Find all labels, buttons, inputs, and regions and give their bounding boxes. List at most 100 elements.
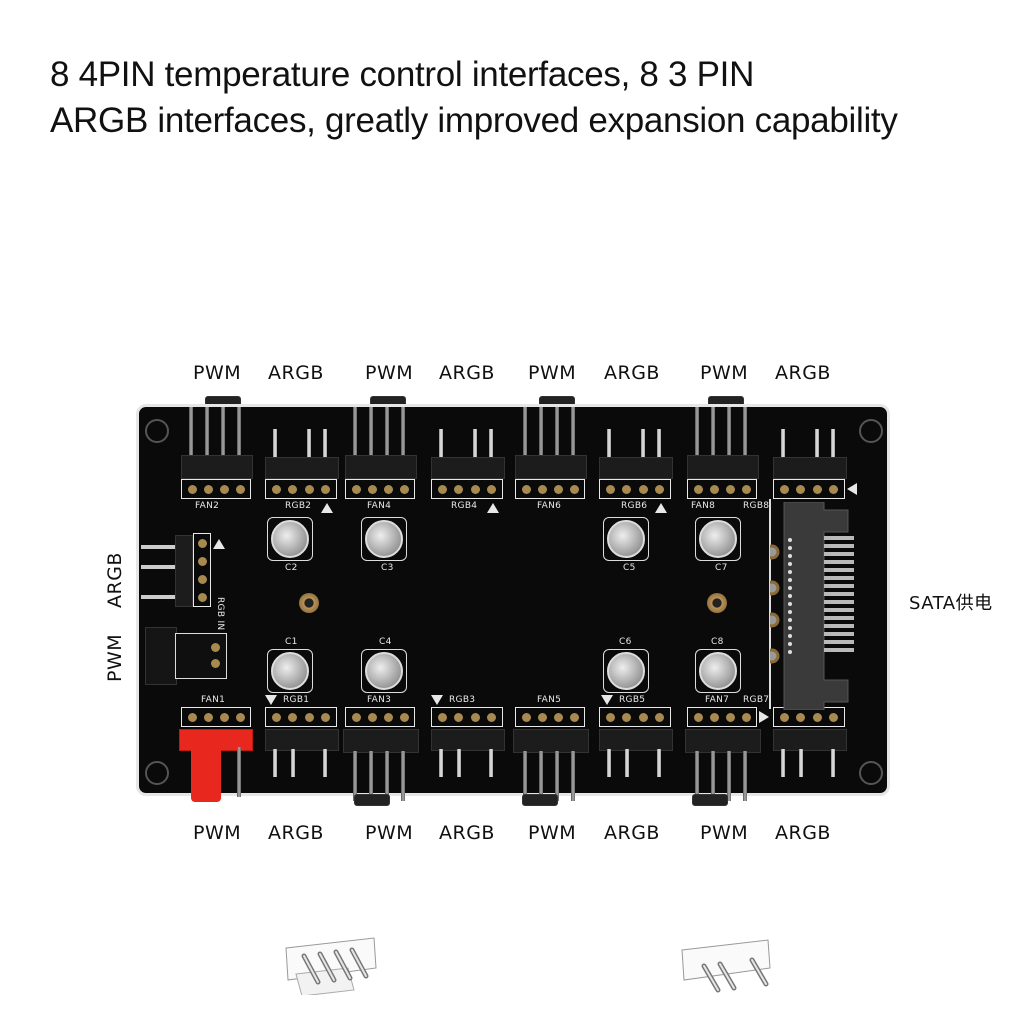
pin1-marker-icon [213,539,225,549]
label-sata-power: SATA供电 [909,593,993,614]
pin1-marker-icon [601,695,613,705]
pin1-marker-icon [265,695,277,705]
silk-rgb1: RGB1 [283,695,310,705]
rgb4-pads [431,479,503,499]
silk-rgb7: RGB7 [743,695,770,705]
fan7-pads [687,707,757,727]
pwm-connector-bottom-4 [692,794,728,806]
sata-power-connector [770,502,854,710]
capacitor-c7 [699,520,737,558]
pin1-marker-icon [655,503,667,513]
label-top-pwm-3: PWM [528,362,577,384]
silk-c8: C8 [711,637,724,647]
label-side-argb: ARGB [104,552,126,608]
label-top-pwm-1: PWM [193,362,242,384]
silk-rgb8: RGB8 [743,501,770,511]
screw-icon [859,761,883,785]
silk-c7: C7 [715,563,728,573]
label-top-pwm-4: PWM [700,362,749,384]
label-top-pwm-2: PWM [365,362,414,384]
fan3-header [343,729,419,753]
pin1-marker-icon [759,711,769,723]
silk-fan4: FAN4 [367,501,392,511]
fan2-pads [181,479,251,499]
rgb3-header [431,729,505,751]
silk-c1: C1 [285,637,298,647]
headline-line-1: 8 4PIN temperature control interfaces, 8… [50,55,755,94]
standoff-icon [299,593,319,613]
pin1-marker-icon [847,483,857,495]
label-bottom-argb-1: ARGB [268,822,324,844]
capacitor-c6 [607,652,645,690]
capacitor-c3 [365,520,403,558]
silk-fan1: FAN1 [201,695,226,705]
capacitor-c1 [271,652,309,690]
capacitor-c2 [271,520,309,558]
rgb6-pads [599,479,671,499]
silk-rgb-in: RGB IN [215,597,225,631]
rgb4-header [431,457,505,479]
rgb8-header [773,457,847,479]
fan3-pads [345,707,415,727]
silk-fan8: FAN8 [691,501,716,511]
4pin-header-diagram-icon [285,937,377,995]
label-top-argb-1: ARGB [268,362,324,384]
label-bottom-pwm-3: PWM [528,822,577,844]
fan6-pads [515,479,585,499]
label-side-pwm: PWM [104,633,126,682]
pin1-marker-icon [487,503,499,513]
label-bottom-pwm-4: PWM [700,822,749,844]
pwm-connector-bottom-2 [354,794,390,806]
screw-icon [145,761,169,785]
rgb8-pads [773,479,845,499]
rgb7-header [773,729,847,751]
fan-hub-pcb: FAN2 RGB2 FAN4 RGB4 FAN6 RGB6 FAN8 RGB8 … [136,404,890,802]
pin1-marker-icon [321,503,333,513]
capacitor-c8 [699,652,737,690]
fan8-pads [687,479,757,499]
label-top-argb-3: ARGB [604,362,660,384]
label-top-argb-4: ARGB [775,362,831,384]
silk-c2: C2 [285,563,298,573]
pwm-in-header [175,633,227,679]
label-bottom-argb-3: ARGB [604,822,660,844]
label-top-argb-2: ARGB [439,362,495,384]
silk-fan3: FAN3 [367,695,392,705]
silk-rgb5: RGB5 [619,695,646,705]
rgb1-pads [265,707,337,727]
capacitor-c5 [607,520,645,558]
label-bottom-argb-4: ARGB [775,822,831,844]
silk-rgb2: RGB2 [285,501,312,511]
fan7-header [685,729,761,753]
pin1-marker-icon [431,695,443,705]
rgb3-pads [431,707,503,727]
fan5-header [513,729,589,753]
silk-fan5: FAN5 [537,695,562,705]
headline-line-2: ARGB interfaces, greatly improved expans… [50,101,898,140]
rgb2-header [265,457,339,479]
silk-c4: C4 [379,637,392,647]
silk-fan7: FAN7 [705,695,730,705]
label-bottom-argb-2: ARGB [439,822,495,844]
fan6-header [515,455,587,479]
rgb5-header [599,729,673,751]
rgb2-pads [265,479,337,499]
rgb-in-pads [193,533,211,607]
rgb1-header [265,729,339,751]
standoff-icon [707,593,727,613]
fan8-header [687,455,759,479]
fan4-header [345,455,417,479]
silk-c3: C3 [381,563,394,573]
screw-icon [859,419,883,443]
screw-icon [145,419,169,443]
fan5-pads [515,707,585,727]
silk-rgb3: RGB3 [449,695,476,705]
capacitor-c4 [365,652,403,690]
silk-c5: C5 [623,563,636,573]
3pin-header-diagram-icon [681,939,771,993]
headline: 8 4PIN temperature control interfaces, 8… [50,52,1010,144]
rgb5-pads [599,707,671,727]
fan2-header [181,455,253,479]
label-bottom-pwm-1: PWM [193,822,242,844]
rgb7-pads [773,707,845,727]
